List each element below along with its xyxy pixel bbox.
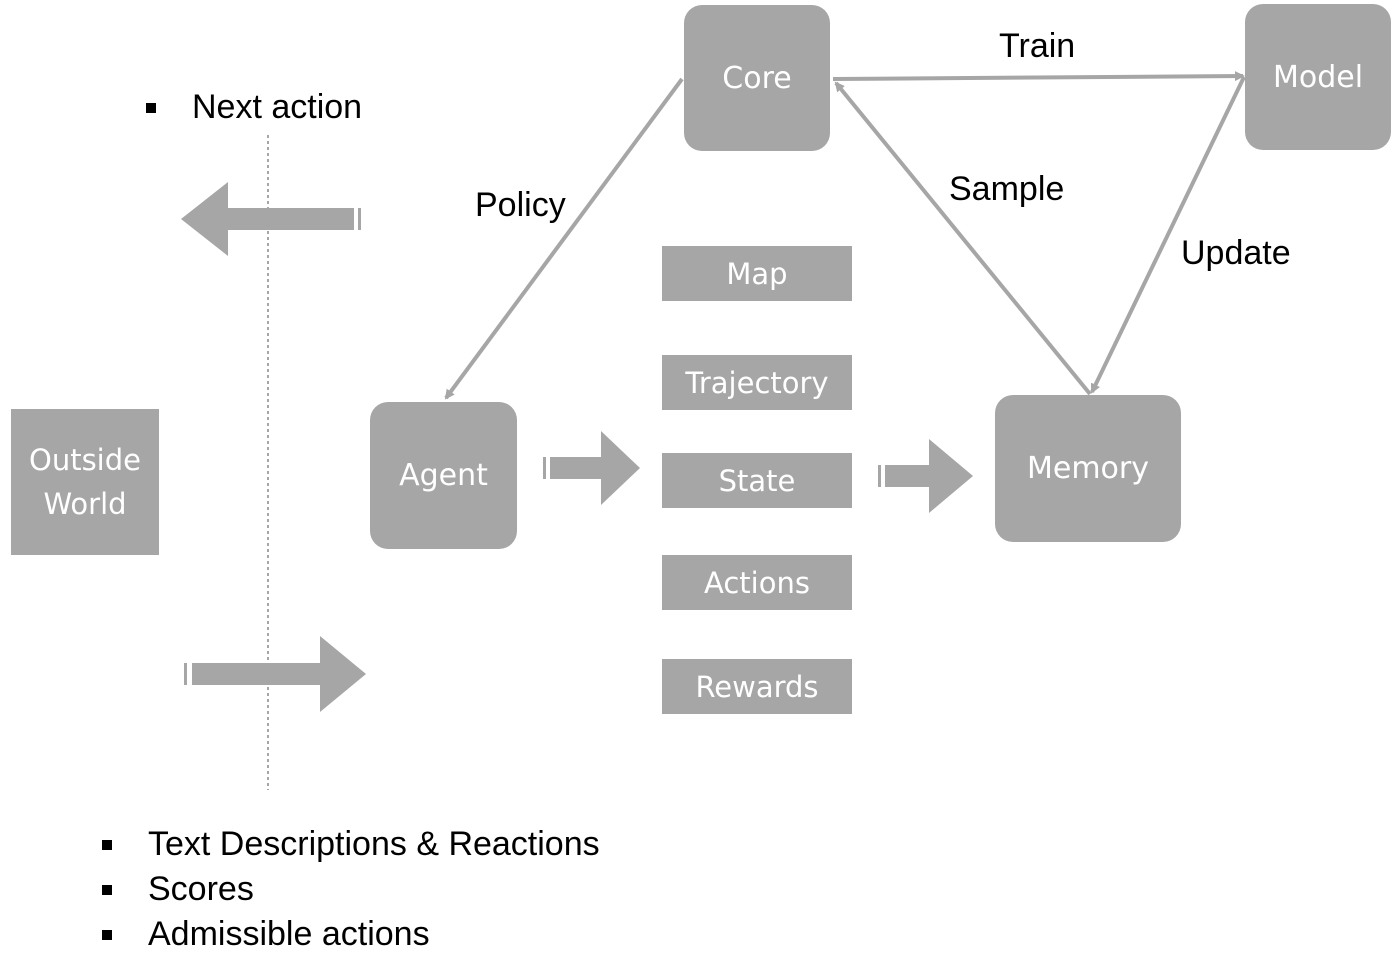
state-item-trajectory: Trajectory [662, 355, 852, 410]
state-item-label: Rewards [695, 669, 819, 704]
sample-label: Sample [949, 170, 1065, 208]
state-item-map: Map [662, 246, 852, 301]
outside-world-label: Outside World [29, 443, 141, 521]
model-node: Model [1245, 4, 1391, 150]
outgoing-list: Next action [146, 85, 362, 130]
incoming-list: Text Descriptions & Reactions Scores Adm… [102, 822, 600, 957]
list-item: Admissible actions [102, 912, 600, 957]
state-item-label: Map [726, 256, 788, 291]
state-item-state: State [662, 453, 852, 508]
state-to-memory-block-arrow [878, 439, 973, 513]
update-arrow [1090, 76, 1246, 394]
agent-label: Agent [399, 458, 488, 493]
policy-arrow [444, 77, 684, 400]
memory-node: Memory [995, 395, 1181, 542]
memory-label: Memory [1026, 451, 1149, 486]
core-node: Core [684, 5, 830, 151]
state-item-label: Actions [704, 565, 810, 600]
state-item-label: State [718, 463, 796, 498]
update-label: Update [1181, 234, 1291, 272]
observation-block-arrow [184, 636, 366, 712]
train-arrow [832, 71, 1245, 82]
list-item: Scores [102, 867, 600, 912]
list-item: Text Descriptions & Reactions [102, 822, 600, 867]
state-item-label: Trajectory [685, 365, 829, 400]
list-item: Next action [146, 85, 362, 130]
agent-to-state-block-arrow [543, 431, 640, 505]
next-action-block-arrow [181, 182, 361, 256]
state-item-actions: Actions [662, 555, 852, 610]
model-label: Model [1272, 59, 1364, 95]
bullet-square-icon [102, 840, 112, 850]
bullet-square-icon [102, 885, 112, 895]
state-item-rewards: Rewards [662, 659, 852, 714]
outside-world-node: Outside World [11, 409, 159, 555]
sample-arrow [834, 81, 1092, 396]
core-label: Core [722, 60, 792, 96]
agent-node: Agent [370, 402, 517, 549]
policy-label: Policy [475, 186, 566, 224]
bullet-square-icon [102, 930, 112, 940]
train-label: Train [999, 27, 1076, 65]
bullet-square-icon [146, 103, 156, 113]
